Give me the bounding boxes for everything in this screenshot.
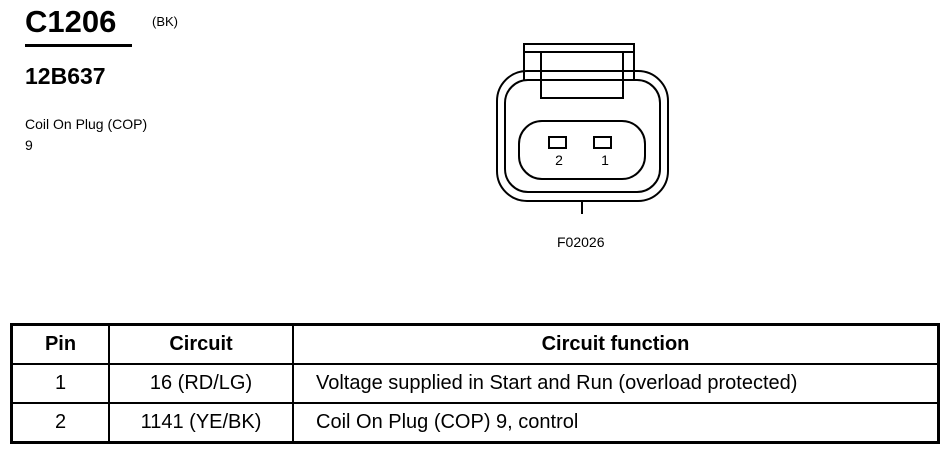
circuit-cell: 16 (RD/LG) [108, 363, 294, 404]
connector-description: Coil On Plug (COP) [25, 116, 148, 132]
header-pin: Pin [10, 323, 110, 365]
pin-1-terminal [593, 136, 612, 149]
connector-color: (BK) [152, 14, 178, 29]
header-circuit-function: Circuit function [292, 323, 940, 365]
connector-id: C1206 [25, 4, 117, 39]
pin-2-label: 2 [555, 152, 563, 168]
connector-housing-inner [504, 79, 661, 193]
figure-code: F02026 [557, 234, 605, 250]
table-row: 1 16 (RD/LG) Voltage supplied in Start a… [10, 363, 940, 404]
circuit-cell: 1141 (YE/BK) [108, 402, 294, 444]
connector-face-diagram: 2 1 [496, 43, 669, 214]
pin-cell: 2 [10, 402, 110, 444]
header-circuit: Circuit [108, 323, 294, 365]
terminal-cavity [518, 120, 646, 180]
connector-housing-outer [496, 70, 669, 202]
connector-latch [523, 43, 635, 80]
connector-description-number: 9 [25, 137, 33, 153]
circuit-function-cell: Coil On Plug (COP) 9, control [292, 402, 940, 444]
pin-1-label: 1 [601, 152, 609, 168]
part-number: 12B637 [25, 63, 106, 89]
table-row: 2 1141 (YE/BK) Coil On Plug (COP) 9, con… [10, 402, 940, 444]
pin-table-header-row: Pin Circuit Circuit function [10, 323, 940, 365]
pin-2-terminal [548, 136, 567, 149]
latch-tab [540, 52, 624, 99]
pin-table: Pin Circuit Circuit function 1 16 (RD/LG… [10, 323, 940, 444]
circuit-function-cell: Voltage supplied in Start and Run (overl… [292, 363, 940, 404]
connector-id-underline [25, 44, 132, 47]
pin-cell: 1 [10, 363, 110, 404]
